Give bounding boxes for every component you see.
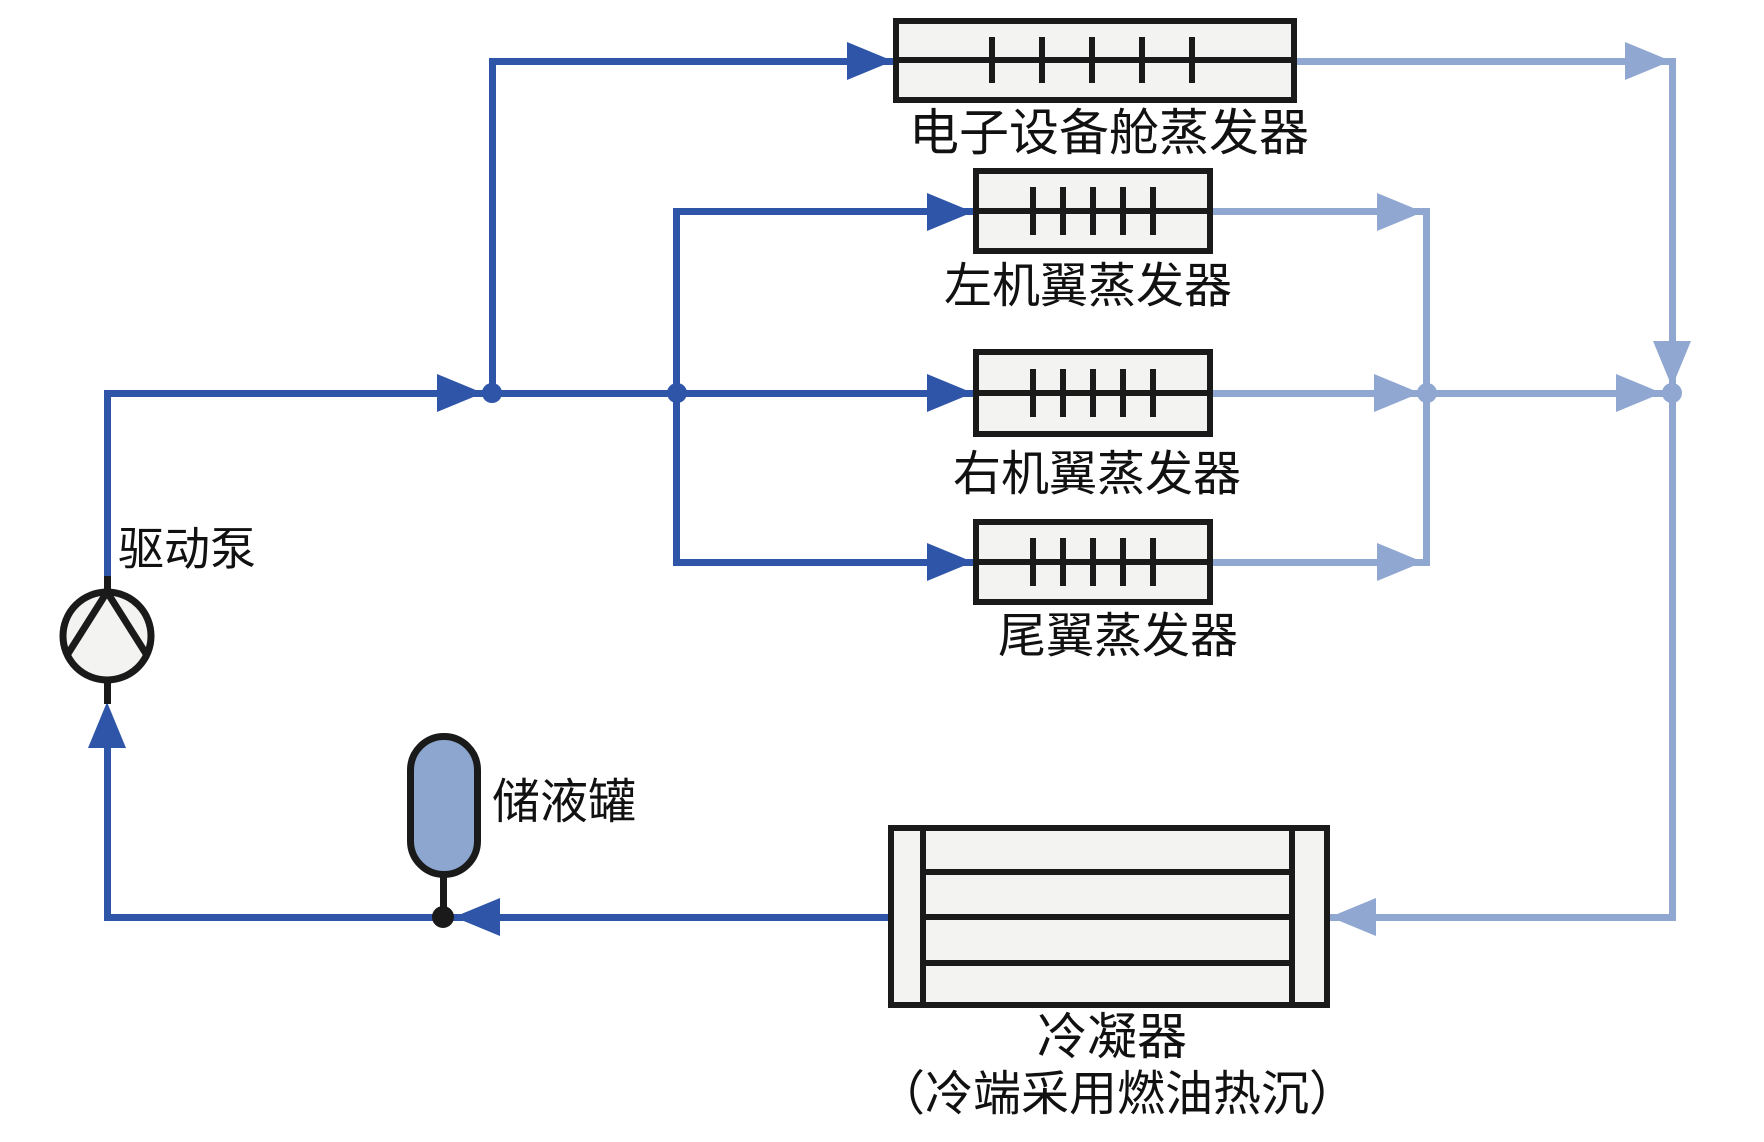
fin-tick [989,37,995,83]
flow-arrow-right-icon [927,543,973,581]
reservoir-stem [440,874,447,912]
reservoir-label: 储液罐 [492,774,637,830]
junction-dot [1417,383,1437,403]
supply-pipe-branch1-horizontal [489,58,893,65]
fin-tick [1090,538,1096,586]
supply-pipe-left-riser [104,390,111,578]
evaporator-left-wing-label: 左机翼蒸发器 [943,258,1233,314]
flow-arrow-right-icon [1625,42,1671,80]
fin-tick [1030,369,1036,417]
fin-tick [1189,37,1195,83]
fin-tick [1030,187,1036,235]
condenser-tube-line [920,914,1295,920]
condenser-label: 冷凝器 [1037,1008,1187,1066]
pump-label: 驱动泵 [118,522,256,576]
flow-arrow-right-icon [847,42,893,80]
fin-tick [1060,187,1066,235]
reservoir-junction-dot [432,906,454,928]
pump-inlet-stem [104,576,111,594]
evaporator-right-wing [973,349,1213,437]
condenser-note-label: （冷端采用燃油热沉） [876,1066,1358,1122]
fin-tick [1090,187,1096,235]
fin-tick [1090,369,1096,417]
flow-arrow-right-icon [437,374,483,412]
fin-tick [1150,538,1156,586]
evaporator-tail [973,519,1213,605]
condenser-tube-line [920,869,1295,875]
supply-pipe-to-left-wing [673,208,973,215]
flow-arrow-down-icon [1653,341,1691,387]
fin-tick [1060,538,1066,586]
fin-tick [1120,369,1126,417]
flow-arrow-right-icon [1377,193,1423,231]
evaporator-electronics-bay-label: 电子设备舱蒸发器 [909,104,1309,162]
supply-pipe-main-horizontal [104,390,973,397]
pump-outlet-stem [104,678,111,704]
supply-pipe-pump-inlet-vertical [104,746,111,921]
fin-tick [1150,369,1156,417]
fin-tick [1120,187,1126,235]
fin-tick [1089,37,1095,83]
return-pipe-collector-to-main [1427,390,1672,397]
junction-dot [667,383,687,403]
junction-dot [482,383,502,403]
flow-arrow-up-icon [88,702,126,748]
condenser [888,825,1330,1008]
junction-dot [1662,383,1682,403]
fin-tick [1060,369,1066,417]
condenser-tube-line [920,960,1295,966]
return-pipe-to-condenser [1330,914,1672,921]
return-pipe-right-vertical [1669,58,1676,921]
return-pipe-left-wing-out [1213,208,1430,215]
fin-tick [1030,538,1036,586]
evaporator-core-line [899,57,1291,63]
flow-arrow-left-icon [1330,898,1376,936]
supply-pipe-branch1-vertical [489,58,496,397]
flow-arrow-right-icon [1377,543,1423,581]
evaporator-left-wing [973,168,1213,254]
flow-arrow-right-icon [927,193,973,231]
fin-tick [1039,37,1045,83]
evaporator-right-wing-label: 右机翼蒸发器 [952,446,1242,502]
fin-tick [1150,187,1156,235]
return-pipe-electronics-out [1297,58,1676,65]
reservoir-icon [407,733,481,878]
flow-arrow-left-icon [454,898,500,936]
supply-pipe-to-tail [673,559,973,566]
flow-arrow-right-icon [1374,374,1420,412]
flow-arrow-right-icon [927,374,973,412]
evaporator-electronics-bay [893,18,1297,103]
fin-tick [1139,37,1145,83]
return-pipe-right-wing-out [1213,390,1423,397]
fin-tick [1120,538,1126,586]
evaporator-tail-label: 尾翼蒸发器 [997,608,1239,664]
pump-icon [59,588,155,684]
return-pipe-tail-out [1213,559,1430,566]
